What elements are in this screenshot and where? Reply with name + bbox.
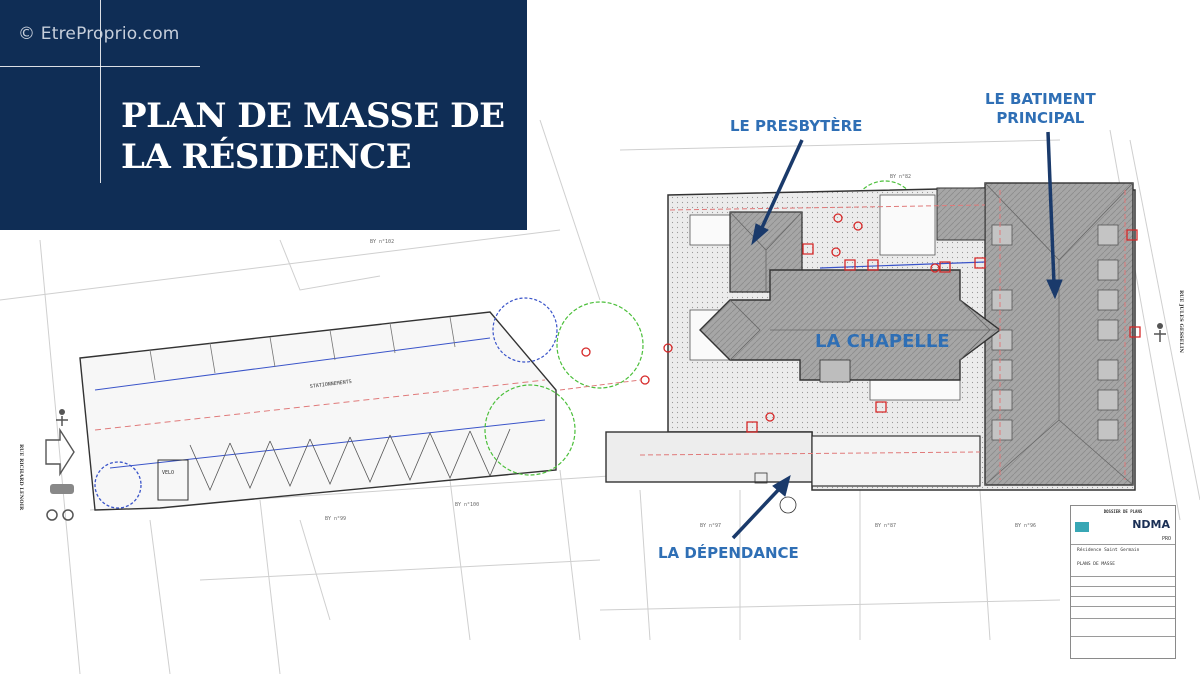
plot-label-4: BY n°99 (325, 516, 346, 522)
title-block-logo-icon (1075, 522, 1089, 532)
drawing-title-block: DOSSIER DE PLANS NDMA PRO Résidence Sain… (1070, 505, 1176, 659)
page-title-line-2: LA RÉSIDENCE (121, 137, 412, 177)
title-block-heading: DOSSIER DE PLANS (1103, 509, 1143, 514)
title-block-divider (1071, 596, 1175, 597)
label-batiment-line-2: PRINCIPAL (996, 109, 1085, 127)
dependance-building (605, 431, 981, 514)
title-block-divider (1071, 586, 1175, 587)
label-dependance: LA DÉPENDANCE (658, 544, 799, 562)
label-batiment-line-1: LE BATIMENT (985, 90, 1096, 108)
title-block-divider (1071, 544, 1175, 545)
title-block-project: Résidence Saint Germain (1077, 548, 1140, 553)
stationnements-label: STATIONNEMENTS (310, 379, 353, 390)
title-block-plan-name: PLANS DE MASSE (1077, 562, 1115, 567)
plot-label-7: BY n°96 (1015, 523, 1036, 529)
street-right-label: RUE JULES GESSELIN (1178, 290, 1184, 353)
page-title-line-1: PLAN DE MASSE DE (121, 96, 505, 136)
plot-label-3: BY n°100 (455, 502, 479, 508)
title-block-divider (1071, 606, 1175, 607)
chapel-building (699, 269, 1002, 383)
plot-label-5: BY n°97 (700, 523, 721, 529)
street-left-label: RUE RICHARD LENOIR (18, 444, 24, 511)
entrance-arrow (45, 409, 75, 521)
title-panel: © EtreProprio.com PLAN DE MASSE DE LA RÉ… (0, 0, 527, 230)
label-presbytere: LE PRESBYTÈRE (730, 117, 863, 135)
cadastral-lines (0, 119, 1200, 674)
plot-label-6: BY n°87 (875, 523, 896, 529)
title-block-divider (1071, 636, 1175, 637)
title-block-brand: NDMA (1132, 518, 1170, 531)
callout-arrows (731, 131, 1063, 540)
pedestrian-icon-right (1154, 323, 1166, 342)
main-building (936, 182, 1134, 486)
title-block-phase: PRO (1161, 536, 1171, 542)
plot-label-2: BY n°82 (890, 174, 911, 180)
network-lines (559, 190, 1126, 480)
label-batiment-principal: LE BATIMENT PRINCIPAL (985, 90, 1096, 128)
parking-building (79, 311, 557, 511)
page-title: PLAN DE MASSE DE LA RÉSIDENCE (121, 96, 521, 178)
plot-label-1: BY n°102 (370, 239, 394, 245)
velo-label: VELO (162, 470, 174, 476)
label-chapelle: LA CHAPELLE (815, 331, 950, 352)
watermark: © EtreProprio.com (18, 24, 180, 44)
trees-blue (492, 297, 558, 363)
title-block-divider (1071, 576, 1175, 577)
panel-decor-line-vertical (100, 0, 101, 183)
title-block-divider (1071, 618, 1175, 619)
red-markers (581, 213, 1141, 433)
